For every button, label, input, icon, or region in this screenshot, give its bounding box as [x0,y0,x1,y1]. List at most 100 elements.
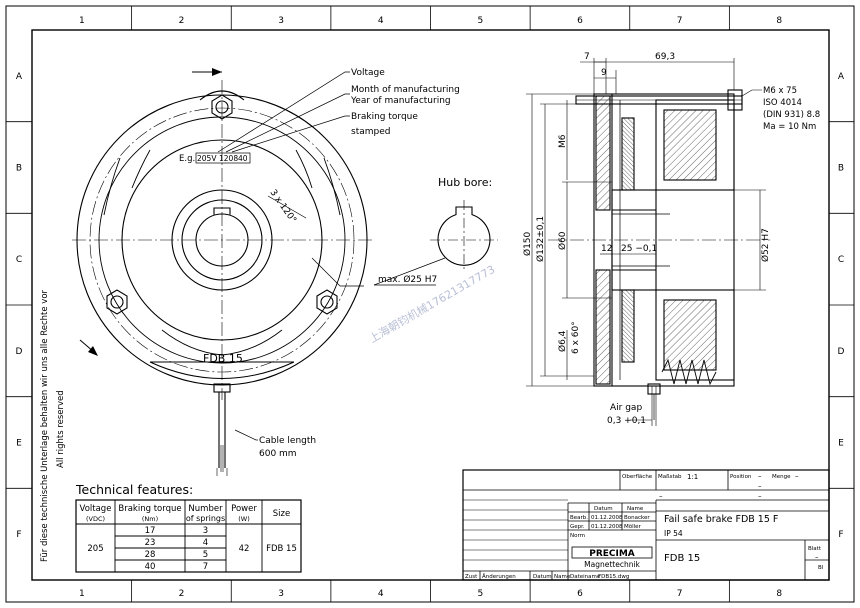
grid-row-label-right: C [838,255,844,265]
armature-circle [121,139,323,341]
hub-bore-title: Hub bore: [438,176,492,189]
tb-menge-label: Menge [772,474,791,480]
th-power: Power [231,504,257,514]
th-springs-unit: of springs [186,514,225,523]
front-model-label: FDB 15 [203,352,243,365]
title-block-text: Oberfläche Maßstab 1:1 Position – Menge … [465,472,824,580]
tb-row2-label: Gepr. [570,524,585,530]
th-springs: Number [188,504,223,514]
air-gap-value: 0,3 +0,1 [607,416,646,426]
grid-row-label-right: E [838,439,844,449]
tb-drawing-name: FDB 15 [664,553,700,564]
tb-bl-label: Bl [818,565,824,571]
grid-col-label-bottom: 8 [776,589,782,599]
logo-text: PRECIMA [589,549,635,559]
precima-logo: PRECIMA Magnettechnik [571,546,653,569]
tb-title: Fail safe brake FDB 15 F [664,514,778,525]
rib-1 [131,149,151,189]
td-size: FDB 15 [266,544,297,554]
grid-col-label-top: 8 [776,16,782,26]
hub-flange-circle [171,189,273,291]
grid-col-label-top: 6 [577,16,583,26]
td-torque-2: 23 [145,538,156,548]
td-power: 42 [239,544,250,554]
dim-d132: Ø132±0,1 [535,216,546,262]
dim-25: 25 −0,1 [621,244,657,254]
housing-bottom-flat [149,361,295,379]
dim-d150: Ø150 [522,231,533,256]
grid-col-label-top: 3 [278,16,284,26]
grid-col-label-top: 1 [79,16,85,26]
callout-voltage: Voltage [351,68,385,78]
grid-row-label-left: C [16,255,22,265]
grid-col-label-top: 4 [378,16,384,26]
stamp-example-box [195,152,251,164]
front-keyway [213,207,231,215]
grid-row-label-left: A [16,72,23,82]
tb-row2-date: 01.12.2008 [591,524,623,530]
td-torque-4: 40 [145,562,156,572]
grid-col-label-bottom: 6 [577,589,583,599]
td-springs-4: 7 [203,562,208,572]
grid-col-label-bottom: 5 [477,589,483,599]
tb-menge-value: – [795,472,799,480]
hub-outer-circle [181,199,263,281]
callout-year: Year of manufacturing [350,96,451,106]
grid-row-label-right: A [838,72,845,82]
dim-69-3: 69,3 [655,52,675,62]
th-power-unit: (W) [238,515,250,523]
tb-name-header: Name [627,506,644,512]
grid-col-label-top: 7 [677,16,683,26]
tb-row1-date: 01.12.2008 [591,515,623,521]
tb-dash-1: – [659,492,663,500]
bolt-lug-top [199,90,245,120]
tech-features-table [75,499,302,573]
title-block [462,469,830,581]
rights-note-english: All rights reserved [56,390,66,468]
callout-stamped: stamped [351,127,390,137]
tb-anderungen: Änderungen [482,573,516,580]
cable-gland [213,383,231,393]
rib-2 [103,157,121,216]
cable-length-value: 600 mm [259,449,297,459]
tb-name: Name [554,574,571,580]
tb-blatt-value: – [815,553,819,561]
grid-col-label-bottom: 2 [179,589,185,599]
screw-spec-3: (DIN 931) 8.8 [763,110,820,120]
tech-features-title: Technical features: [75,482,193,497]
rib-5 [161,329,223,356]
dim-9: 9 [601,68,607,78]
td-springs-1: 3 [203,526,208,536]
th-torque-unit: (Nm) [142,515,158,523]
tb-oberflache: Oberfläche [622,474,653,480]
screw-spec-1: M6 x 75 [763,86,797,96]
tb-dateiname-value: FDB15.dwg [598,574,629,580]
hub-bore-dimension: max. Ø25 H7 [378,274,437,285]
td-springs-3: 5 [203,550,208,560]
rib-3 [295,149,313,189]
tb-row1-name: Bonacker [624,515,650,521]
tb-position-label: Position [730,474,752,480]
grid-row-label-right: B [838,164,844,174]
view-arrow-left-head [88,346,98,356]
outer-frame [5,5,855,603]
dim-7: 7 [584,52,590,62]
tb-row2-name: Möller [624,524,642,530]
stamp-voltage: 205V [197,154,217,163]
section-dimension-lines [526,58,766,426]
logo-subtext: Magnettechnik [584,560,640,569]
screw-spec-4: Ma = 10 Nm [763,122,816,132]
grid-col-label-bottom: 1 [79,589,85,599]
grid-row-label-left: E [16,439,22,449]
view-arrow-top-head [212,68,222,76]
callout-month: Month of manufacturing [351,85,460,95]
stamp-example-prefix: E.g. [179,154,195,164]
td-voltage: 205 [87,544,103,554]
bolt-pattern-dim: 3 x 120° [268,188,298,225]
tb-ip: IP 54 [664,529,683,538]
th-voltage: Voltage [80,504,112,514]
stamp-month-year: 1208 [219,154,238,163]
th-size: Size [273,509,290,519]
